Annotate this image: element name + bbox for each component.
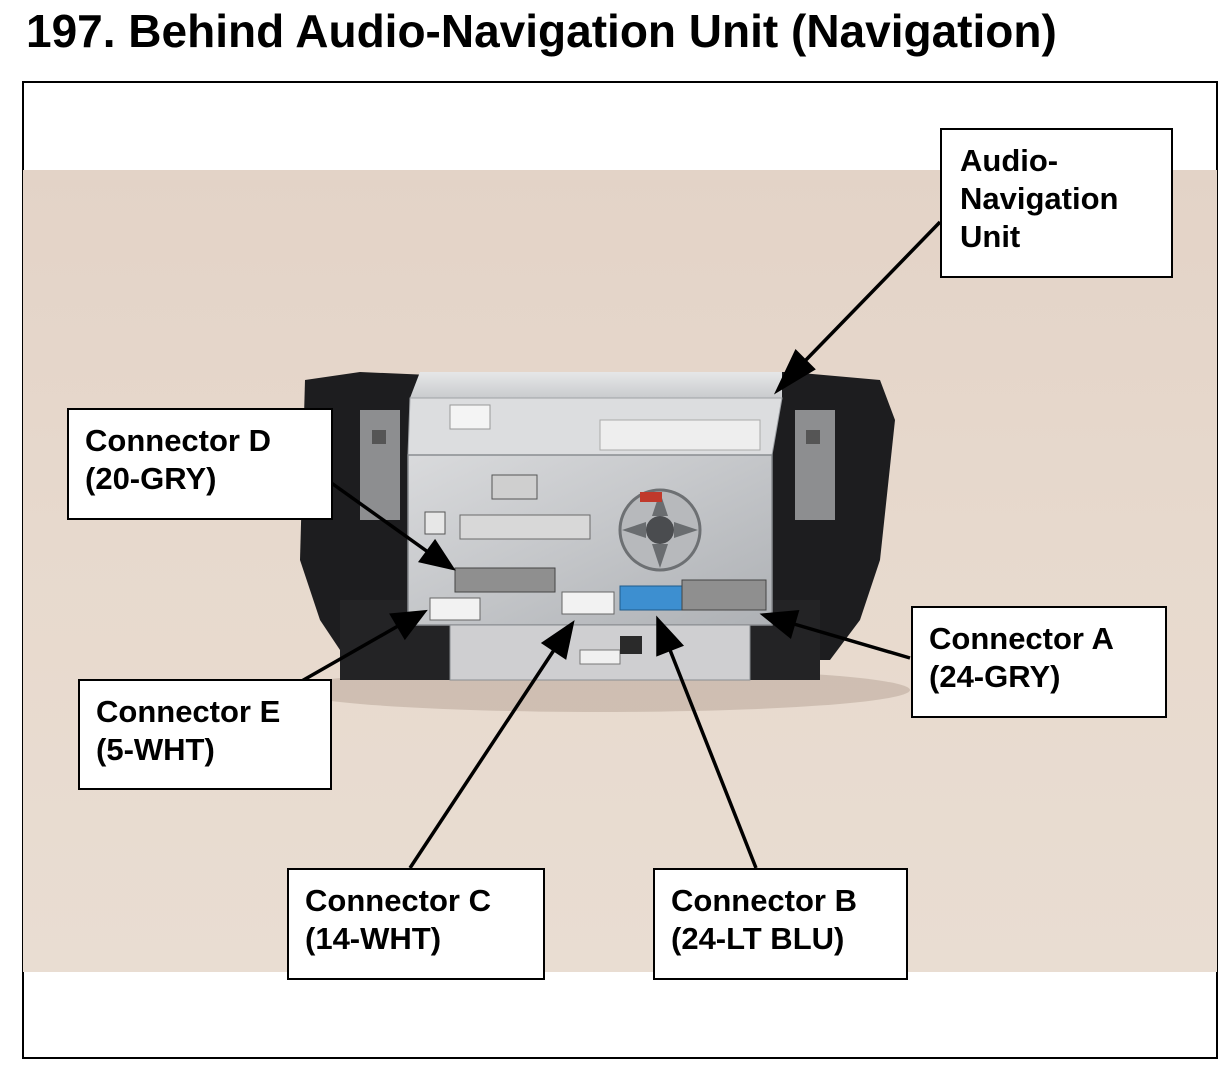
callout-connector-c-line2: (14-WHT): [305, 921, 442, 956]
callout-connector-d-line1: Connector D: [85, 423, 271, 458]
arrow-connector-d-head: [418, 538, 456, 571]
page-title: 197. Behind Audio-Navigation Unit (Navig…: [26, 5, 1057, 57]
callout-connector-c: Connector C (14-WHT): [287, 868, 545, 980]
leader-arrows: [299, 220, 942, 869]
arrow-connector-c-head: [540, 620, 575, 660]
callout-unit-line3: Unit: [960, 219, 1021, 254]
callout-connector-c-line1: Connector C: [305, 883, 491, 918]
connector-d: [454, 567, 556, 593]
connector-e: [429, 597, 481, 621]
callout-connector-a-line2: (24-GRY): [929, 659, 1061, 694]
arrow-connector-e-head: [389, 609, 428, 641]
arrow-unit: [802, 220, 942, 364]
connector-c: [561, 591, 615, 615]
callout-connector-b-line1: Connector B: [671, 883, 857, 918]
connector-a: [681, 579, 767, 611]
callout-connector-a: Connector A (24-GRY): [911, 606, 1167, 718]
arrow-connector-a-head: [759, 610, 800, 640]
bezel-mount-left: [360, 410, 400, 520]
arrow-connector-b: [668, 649, 758, 869]
arrow-connector-d: [328, 480, 430, 554]
unit-top-cover: [410, 372, 782, 398]
callout-unit-line1: Audio-: [960, 143, 1059, 178]
callout-connector-d: Connector D (20-GRY): [67, 408, 333, 520]
callout-connector-b-line2: (24-LT BLU): [671, 921, 845, 956]
arrow-connector-c: [408, 649, 556, 869]
callout-connector-e-line1: Connector E: [96, 694, 281, 729]
callout-connector-b: Connector B (24-LT BLU): [653, 868, 908, 980]
arrow-connector-e: [299, 624, 399, 684]
callout-unit-line2: Navigation: [960, 181, 1119, 216]
connector-b: [619, 585, 687, 611]
bezel-mount-right: [795, 410, 835, 520]
callout-audio-navigation-unit: Audio- Navigation Unit: [940, 128, 1173, 278]
upper-connector-block: [459, 514, 591, 540]
callout-connector-e: Connector E (5-WHT): [78, 679, 332, 790]
callout-connector-a-line1: Connector A: [929, 621, 1114, 656]
arrow-connector-b-head: [656, 615, 685, 657]
callout-connector-d-line2: (20-GRY): [85, 461, 217, 496]
arrow-connector-a: [793, 622, 911, 660]
arrow-unit-head: [773, 349, 816, 395]
callout-connector-e-line2: (5-WHT): [96, 732, 215, 767]
